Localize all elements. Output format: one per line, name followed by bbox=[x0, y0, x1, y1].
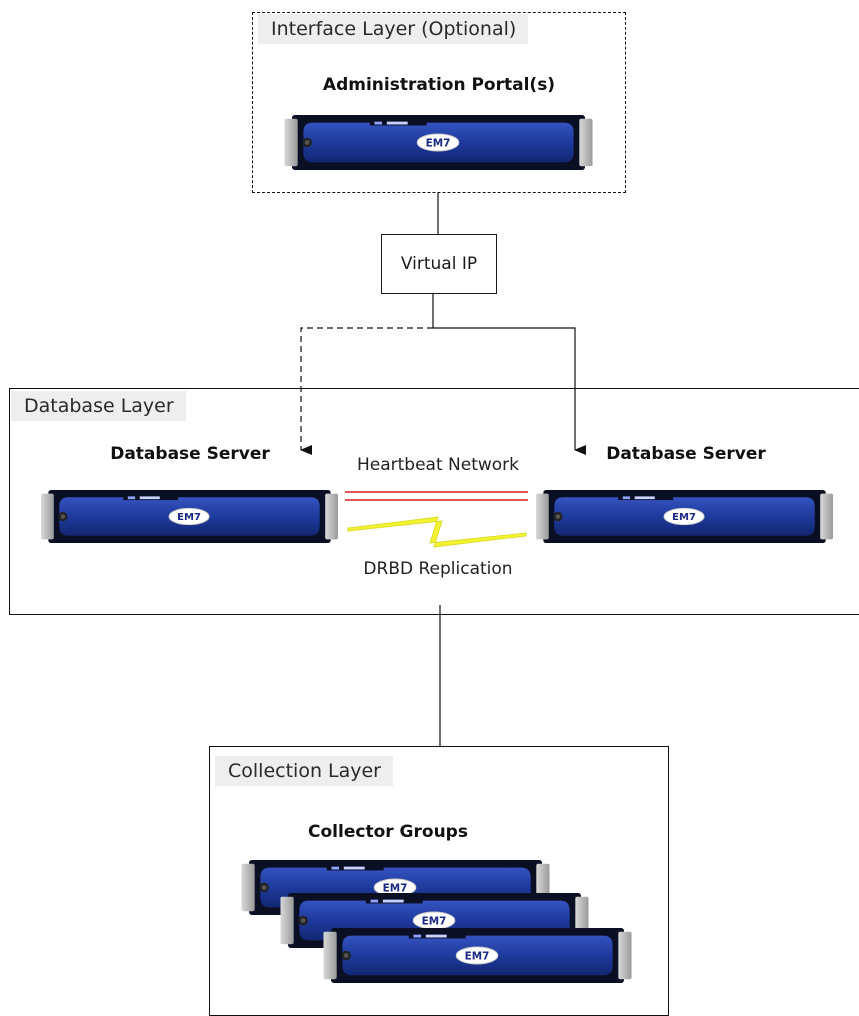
drbd-replication-label: DRBD Replication bbox=[363, 559, 513, 579]
right-database-server-heading: Database Server bbox=[606, 444, 766, 464]
collector-server-icon-1: EM7 bbox=[233, 860, 558, 915]
server-logo-text: EM7 bbox=[422, 915, 447, 927]
administration-portal-heading: Administration Portal(s) bbox=[322, 75, 556, 95]
virtual-ip-box: Virtual IP bbox=[381, 234, 497, 294]
interface-layer-label: Interface Layer (Optional) bbox=[258, 14, 529, 44]
admin-portal-server-icon: EM7 bbox=[276, 115, 601, 170]
server-logo-text: EM7 bbox=[177, 512, 201, 523]
vip-to-left-db-dashed-arrow bbox=[300, 327, 433, 455]
database-layer-label: Database Layer bbox=[11, 391, 186, 421]
vip-to-right-db-arrow bbox=[433, 327, 586, 455]
left-database-server-icon: EM7 bbox=[33, 490, 346, 543]
heartbeat-network-label: Heartbeat Network bbox=[356, 455, 520, 475]
drbd-replication-bolt bbox=[347, 516, 527, 548]
virtual-ip-label: Virtual IP bbox=[400, 254, 478, 274]
left-database-server-heading: Database Server bbox=[110, 444, 270, 464]
collector-groups-heading: Collector Groups bbox=[308, 822, 468, 842]
collector-server-icon-2: EM7 bbox=[272, 893, 597, 948]
server-logo-text: EM7 bbox=[383, 882, 408, 894]
right-database-server-icon: EM7 bbox=[528, 490, 841, 543]
interface-layer-box bbox=[252, 12, 626, 193]
server-logo-text: EM7 bbox=[465, 950, 490, 962]
database-layer-box bbox=[9, 388, 859, 615]
collector-server-icon-3: EM7 bbox=[315, 928, 640, 983]
collection-layer-label: Collection Layer bbox=[215, 756, 393, 786]
server-logo-text: EM7 bbox=[672, 512, 696, 523]
server-logo-text: EM7 bbox=[426, 137, 451, 149]
